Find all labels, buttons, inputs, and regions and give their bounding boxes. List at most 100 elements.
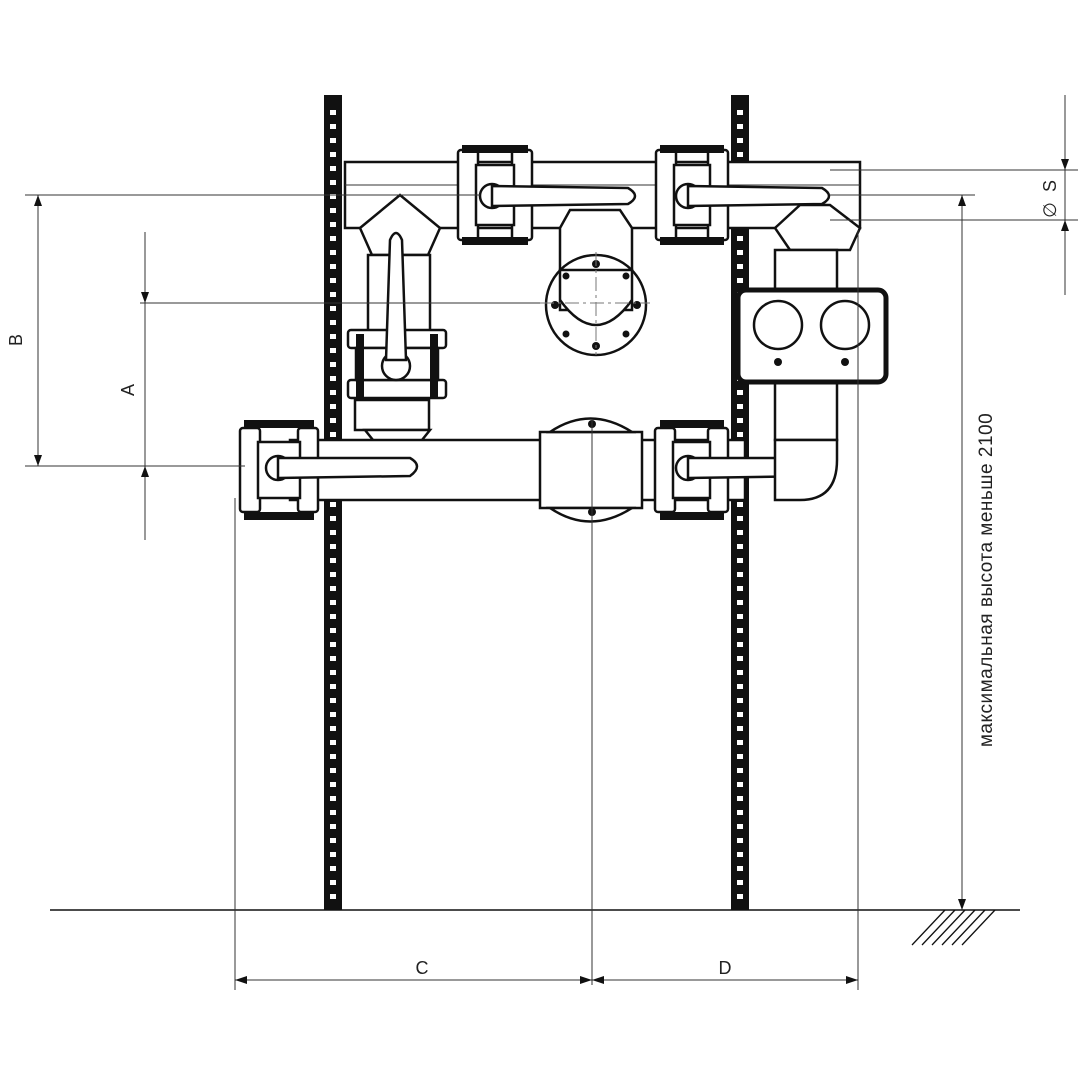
- rail-hole: [737, 796, 743, 801]
- rail-hole: [330, 656, 336, 661]
- rail-hole: [330, 880, 336, 885]
- rail-hole: [330, 222, 336, 227]
- height-note: максимальная высота меньше 2100: [976, 413, 997, 747]
- rail-hole: [330, 740, 336, 745]
- rail-hole: [737, 404, 743, 409]
- rail-hole: [330, 250, 336, 255]
- rail-hole: [330, 194, 336, 199]
- rail-hole: [737, 782, 743, 787]
- rail-hole: [330, 348, 336, 353]
- rail-hole: [737, 236, 743, 241]
- rail-hole: [330, 628, 336, 633]
- control-box: [735, 287, 889, 385]
- rail-hole: [330, 754, 336, 759]
- dimension-c-d: [234, 230, 859, 990]
- rail-hole: [330, 642, 336, 647]
- rail-hole: [737, 866, 743, 871]
- rail-hole: [737, 838, 743, 843]
- rail-hole: [330, 698, 336, 703]
- rail-hole: [737, 250, 743, 255]
- bottom-middle-flange: [545, 417, 637, 523]
- dimension-a: [140, 232, 540, 540]
- rail-hole: [737, 502, 743, 507]
- ground-hatching: [911, 909, 996, 946]
- rail-hole: [330, 208, 336, 213]
- rail-hole: [737, 278, 743, 283]
- diameter-s-label: ∅ S: [1040, 180, 1060, 218]
- diameter-symbol: ∅: [1040, 202, 1060, 218]
- rail-hole: [330, 138, 336, 143]
- rail-hole: [330, 432, 336, 437]
- rail-hole: [737, 586, 743, 591]
- rail-hole: [330, 866, 336, 871]
- rail-hole: [330, 810, 336, 815]
- rail-hole: [330, 152, 336, 157]
- rail-hole: [330, 236, 336, 241]
- rail-hole: [737, 264, 743, 269]
- label-c: C: [416, 958, 429, 978]
- rail-hole: [330, 586, 336, 591]
- rail-hole: [737, 628, 743, 633]
- label-s: S: [1040, 180, 1060, 192]
- rail-hole: [330, 320, 336, 325]
- rail-hole: [330, 726, 336, 731]
- rail-hole: [737, 740, 743, 745]
- rail-hole: [330, 530, 336, 535]
- rail-hole: [737, 418, 743, 423]
- rail-hole: [737, 600, 743, 605]
- rail-hole: [737, 572, 743, 577]
- rail-hole: [330, 558, 336, 563]
- rail-hole: [330, 502, 336, 507]
- rail-hole: [330, 110, 336, 115]
- rail-hole: [737, 810, 743, 815]
- valve-left-vertical: [346, 231, 448, 400]
- rail-hole: [737, 852, 743, 857]
- rail-hole: [737, 656, 743, 661]
- rail-hole: [737, 558, 743, 563]
- rail-hole: [330, 796, 336, 801]
- rail-hole: [330, 264, 336, 269]
- rail-hole: [737, 544, 743, 549]
- rail-hole: [737, 642, 743, 647]
- rail-hole: [330, 404, 336, 409]
- rail-hole: [330, 292, 336, 297]
- rail-hole: [737, 516, 743, 521]
- center-lines: [540, 252, 650, 985]
- rail-hole: [737, 768, 743, 773]
- rail-hole: [737, 432, 743, 437]
- rail-hole: [330, 838, 336, 843]
- rail-hole: [330, 782, 336, 787]
- rail-hole: [737, 110, 743, 115]
- dimension-s: [830, 95, 1078, 295]
- rail-hole: [330, 306, 336, 311]
- rail-hole: [330, 166, 336, 171]
- rail-hole: [737, 670, 743, 675]
- rail-hole: [330, 768, 336, 773]
- rail-hole: [330, 544, 336, 549]
- rail-hole: [330, 124, 336, 129]
- rail-hole: [737, 698, 743, 703]
- dimension-b: [25, 194, 480, 467]
- rail-hole: [737, 530, 743, 535]
- rail-hole: [737, 880, 743, 885]
- rail-hole: [330, 180, 336, 185]
- label-a: A: [118, 384, 138, 396]
- rail-hole: [737, 152, 743, 157]
- rail-hole: [330, 600, 336, 605]
- rail-hole: [330, 334, 336, 339]
- rail-hole: [737, 684, 743, 689]
- rail-hole: [330, 390, 336, 395]
- rail-hole: [737, 894, 743, 899]
- rail-hole: [330, 418, 336, 423]
- rail-hole: [737, 726, 743, 731]
- rail-hole: [737, 138, 743, 143]
- rail-hole: [330, 376, 336, 381]
- label-d: D: [719, 958, 732, 978]
- rail-hole: [330, 278, 336, 283]
- rail-hole: [330, 894, 336, 899]
- rail-hole: [330, 684, 336, 689]
- rail-hole: [737, 124, 743, 129]
- rail-hole: [330, 712, 336, 717]
